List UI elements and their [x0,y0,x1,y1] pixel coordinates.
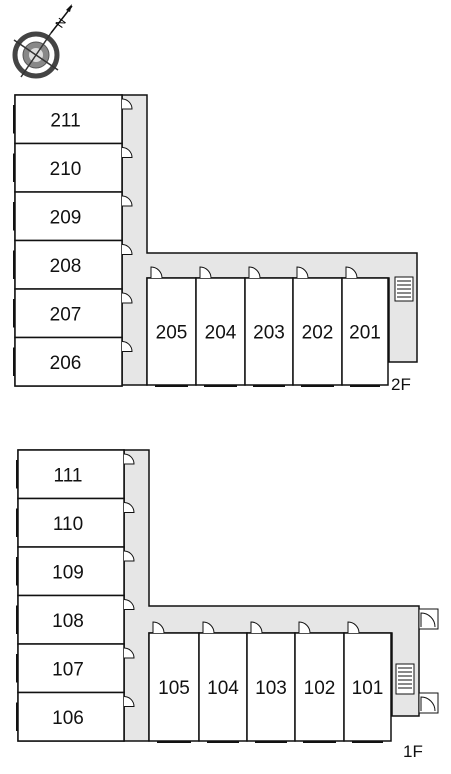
room-number: 103 [255,678,287,699]
room-202: 202 [292,266,343,387]
room-number: 105 [158,678,190,699]
compass-rose-icon: N [12,4,73,79]
room-number: 104 [207,678,239,699]
room-103: 103 [246,621,296,743]
room-number: 102 [304,678,336,699]
door-icon [121,195,133,207]
room-number: 210 [50,159,82,180]
room-number: 206 [50,353,82,374]
room-108: 108 [16,594,135,645]
room-110: 110 [16,497,135,548]
room-205: 205 [146,266,197,387]
room-203: 203 [244,266,294,387]
door-icon [121,147,133,158]
door-icon [347,621,360,634]
room-number: 109 [52,562,84,583]
floor-2f: 211 210 209 208 207 206 205 204 203 202 201 2F [13,94,418,394]
corridor [121,94,418,386]
door-icon [123,502,135,513]
floor-label-1f: 1F [403,742,423,761]
room-208: 208 [13,239,133,290]
room-106: 106 [16,691,135,742]
room-209: 209 [13,191,133,242]
exit-door [418,692,439,714]
door-icon [298,621,311,634]
room-111: 111 [16,449,135,500]
room-number: 211 [50,110,80,131]
room-210: 210 [13,142,133,193]
floor-1f: 111 110 109 108 107 106 105 104 103 102 101 1F [16,449,439,761]
door-icon [199,266,212,279]
room-number: 209 [50,207,82,228]
door-icon [250,621,263,634]
room-104: 104 [198,621,248,743]
room-number: 208 [50,256,82,277]
door-icon [121,98,133,110]
room-number: 101 [352,678,384,699]
room-207: 207 [13,288,133,339]
door-icon [121,292,133,304]
room-201: 201 [341,266,389,387]
door-icon [202,621,215,634]
room-101: 101 [343,621,392,743]
door-icon [121,341,133,352]
door-icon [121,244,133,255]
door-icon [152,621,165,634]
room-206: 206 [13,336,133,387]
room-number: 110 [53,514,83,535]
corridor [123,449,420,742]
door-icon [123,647,135,659]
room-number: 201 [349,323,381,344]
exit-door [418,608,439,630]
room-number: 205 [156,323,188,344]
room-number: 204 [205,323,237,344]
room-211: 211 [13,94,133,145]
room-107: 107 [16,643,135,694]
room-number: 203 [253,323,285,344]
room-number: 107 [52,659,84,680]
staircase [395,663,415,695]
room-109: 109 [16,546,135,597]
door-icon [123,550,135,562]
door-icon [150,266,163,279]
door-icon [345,266,358,279]
room-number: 108 [52,611,84,632]
room-number: 111 [54,465,83,486]
door-icon [123,696,135,707]
staircase [394,276,414,302]
door-icon [296,266,309,279]
room-number: 207 [50,304,82,325]
room-number: 202 [302,323,334,344]
room-204: 204 [195,266,246,387]
door-icon [123,453,135,465]
room-105: 105 [148,621,200,743]
door-icon [123,599,135,610]
floor-label-2f: 2F [391,375,411,394]
room-number: 106 [52,708,84,729]
room-102: 102 [294,621,345,743]
door-icon [248,266,261,279]
